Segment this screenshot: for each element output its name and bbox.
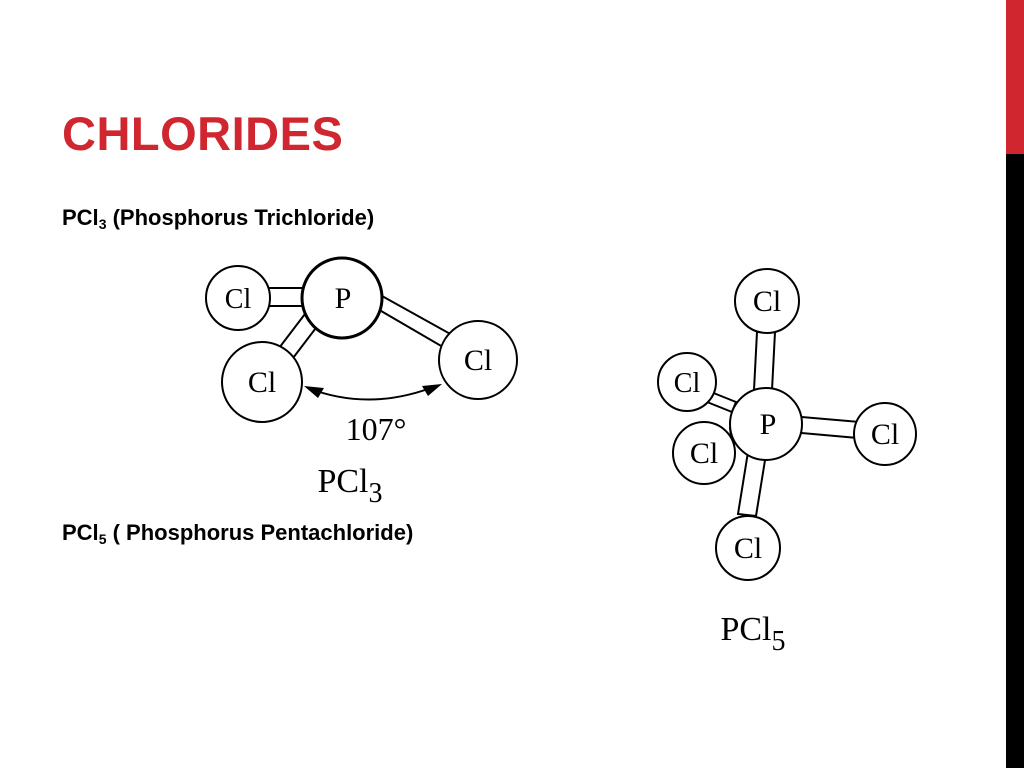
pcl3-caption: PCl3	[317, 463, 382, 509]
pcl5-cl-label-lower-left: Cl	[690, 437, 718, 470]
pcl3-heading: PCl3 (Phosphorus Trichloride)	[62, 205, 374, 232]
pcl3-p-label: P	[335, 282, 352, 315]
pcl5-molecule-diagram: Cl Cl P Cl Cl Cl PCl5	[657, 268, 917, 657]
accent-bar-bottom	[1006, 154, 1024, 768]
pcl5-p-label: P	[760, 408, 777, 441]
pcl3-angle-arrow-left	[304, 386, 324, 398]
pcl5-caption-subscript: 5	[772, 626, 786, 657]
pcl3-heading-name: (Phosphorus Trichloride)	[106, 205, 375, 230]
pcl3-heading-subscript: 3	[98, 216, 107, 232]
pcl3-cl-atom-left	[205, 265, 271, 331]
accent-bar-top	[1006, 0, 1024, 154]
pcl5-cl-label-bottom: Cl	[734, 532, 762, 565]
pcl3-angle-arc	[307, 385, 437, 401]
pcl5-cl-label-upper-left: Cl	[674, 368, 701, 399]
pcl3-bond-right	[374, 294, 456, 352]
pcl3-cl-atom-lower	[221, 341, 303, 423]
slide-accent-bar	[1006, 0, 1024, 768]
pcl5-p-atom	[729, 387, 803, 461]
pcl5-cl-atom-bottom	[715, 515, 781, 581]
slide-title: CHLORIDES	[62, 107, 344, 160]
pcl3-angle-arrow-right	[422, 384, 442, 396]
pcl5-cl-atom-top	[734, 268, 800, 334]
pcl5-heading-subscript: 5	[98, 531, 107, 547]
pcl3-molecule-diagram: Cl Cl Cl P 107° PCl3	[205, 256, 518, 509]
pcl3-p-atom	[300, 256, 384, 340]
pcl5-heading-formula: PCl	[62, 520, 99, 545]
pcl3-caption-subscript: 3	[369, 478, 383, 509]
pcl3-cl-label-lower: Cl	[248, 366, 276, 399]
pcl3-cl-label-left: Cl	[225, 284, 252, 315]
pcl3-cl-label-right: Cl	[464, 344, 492, 377]
pcl5-bond-bottom	[736, 450, 768, 518]
pcl5-cl-atom-lower-left	[672, 421, 736, 485]
pcl5-heading: PCl5 ( Phosphorus Pentachloride)	[62, 520, 413, 547]
pcl5-cl-label-top: Cl	[753, 285, 781, 318]
pcl3-heading-formula: PCl	[62, 205, 99, 230]
pcl3-angle-label: 107°	[346, 411, 407, 447]
pcl3-caption-formula: PCl	[317, 463, 368, 500]
pcl5-bond-top	[752, 331, 777, 391]
pcl5-caption-formula: PCl	[720, 611, 771, 648]
pcl5-caption: PCl5	[720, 611, 785, 657]
pcl5-heading-name: ( Phosphorus Pentachloride)	[106, 520, 414, 545]
pcl5-cl-atom-upper-left	[657, 352, 717, 412]
pcl5-cl-label-right: Cl	[871, 418, 899, 451]
pcl3-cl-atom-right	[438, 320, 518, 400]
pcl5-cl-atom-right	[853, 402, 917, 466]
